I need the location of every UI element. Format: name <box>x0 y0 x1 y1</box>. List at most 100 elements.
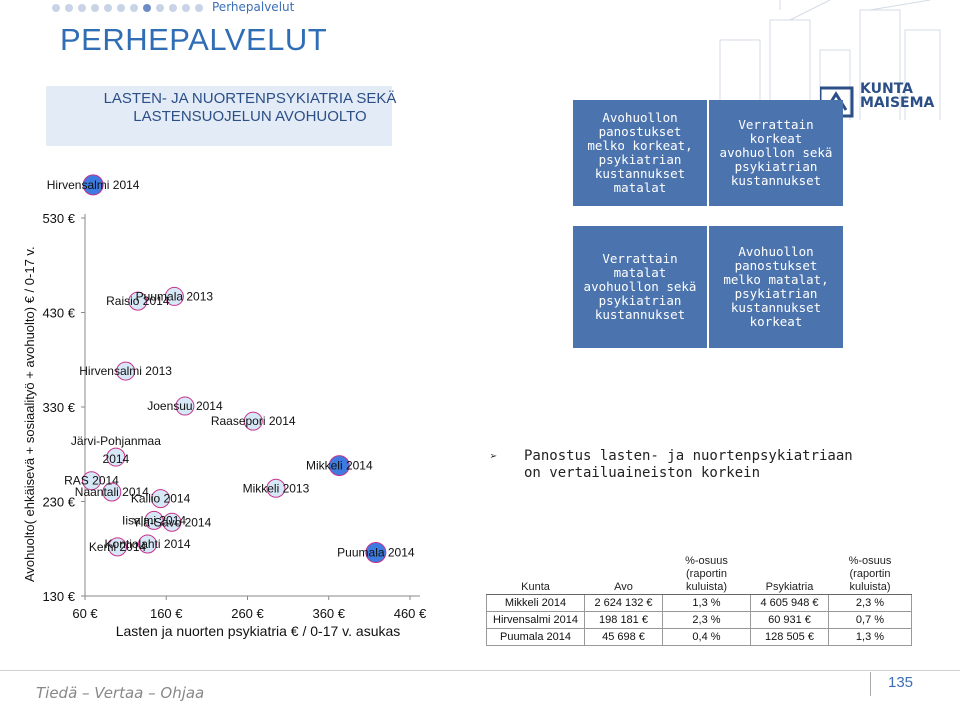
table-cell: 4 605 948 € <box>750 594 829 612</box>
table-row: Hirvensalmi 2014 198 181 € 2,3 % 60 931 … <box>486 611 912 629</box>
x-tick-label: 160 € <box>150 606 183 621</box>
data-point <box>138 534 158 554</box>
data-label: Järvi-Pohjanmaa <box>71 434 161 448</box>
table-cell: 198 181 € <box>584 611 663 629</box>
table-cell: 0,7 % <box>828 611 912 629</box>
header-psykiatria: Psykiatria <box>750 555 829 595</box>
x-tick-label: 60 € <box>72 606 98 621</box>
data-point <box>128 291 148 311</box>
data-point <box>175 396 195 416</box>
data-label: Hirvensalmi 2014 <box>47 178 140 192</box>
data-label: 2014 <box>103 452 130 466</box>
breadcrumb: Perhepalvelut <box>212 0 295 14</box>
table-cell: Mikkeli 2014 <box>486 594 585 612</box>
table-header-row: Kunta Avo %-osuus (raportin kuluista) Ps… <box>486 555 912 595</box>
progress-dot <box>195 4 203 12</box>
table-cell: 1,3 % <box>828 628 912 646</box>
header-kunta: Kunta <box>486 555 585 595</box>
x-tick-label: 260 € <box>231 606 264 621</box>
chart-title-band <box>46 86 392 146</box>
y-tick-label: 330 € <box>42 400 75 415</box>
data-label: Mikkeli 2013 <box>243 481 310 495</box>
data-label: Kallio 2014 <box>131 492 191 506</box>
table-row: Mikkeli 2014 2 624 132 € 1,3 % 4 605 948… <box>486 594 912 612</box>
data-point <box>151 489 171 509</box>
bullet-text: Panostus lasten- ja nuortenpsykiatriaan … <box>524 448 853 481</box>
quadrant-top-right: Verrattain korkeat avohuollon sekä psyki… <box>709 100 843 206</box>
cost-table: Kunta Avo %-osuus (raportin kuluista) Ps… <box>486 555 912 646</box>
chart-title-line1: LASTEN- JA NUORTENPSYKIATRIA SEKÄ <box>104 90 397 107</box>
arrow-bullet-icon: ➢ <box>490 449 498 463</box>
data-label: Hirvensalmi 2013 <box>79 364 172 378</box>
x-tick-label: 460 € <box>394 606 427 621</box>
progress-dot <box>169 4 177 12</box>
progress-dot <box>130 4 138 12</box>
data-label: Raisio 2014 <box>106 294 170 308</box>
logo-text: KUNTA MAISEMA <box>860 82 934 110</box>
table-cell: 1,3 % <box>662 594 751 612</box>
logo-line1: KUNTA <box>860 81 913 97</box>
skyline-illustration <box>719 0 941 120</box>
y-tick-label: 530 € <box>42 211 75 226</box>
data-point <box>266 478 286 498</box>
progress-dot <box>52 4 60 12</box>
page-number: 135 <box>888 674 914 691</box>
header-avo: Avo <box>584 555 663 595</box>
chart-title-line2: LASTENSUOJELUN AVOHUOLTO <box>133 108 366 125</box>
y-axis-label: Avohuolto( ehkäisevä + sosiaalityö + avo… <box>22 246 37 582</box>
data-point <box>102 482 122 502</box>
data-label: Ylä-Savo 2014 <box>133 515 212 529</box>
header-psykiatria-share: %-osuus (raportin kuluista) <box>828 555 912 595</box>
progress-dot <box>65 4 73 12</box>
progress-dot <box>91 4 99 12</box>
y-tick-label: 430 € <box>42 306 75 321</box>
table-cell: Puumala 2014 <box>486 628 585 646</box>
table-cell: 60 931 € <box>750 611 829 629</box>
table-cell: 2,3 % <box>662 611 751 629</box>
y-tick-label: 230 € <box>42 495 75 510</box>
scatter-chart: LASTEN- JA NUORTENPSYKIATRIA SEKÄ LASTEN… <box>22 86 427 639</box>
table-cell: 2 624 132 € <box>584 594 663 612</box>
data-label: Kemi 2014 <box>89 540 147 554</box>
quadrant-top-left: Avohuollon panostukset melko korkeat, ps… <box>573 100 707 206</box>
header-avo-share: %-osuus (raportin kuluista) <box>662 555 751 595</box>
y-tick-label: 130 € <box>42 589 75 604</box>
data-label: Kontiolahti 2014 <box>105 537 191 551</box>
data-label: Naantali 2014 <box>75 485 149 499</box>
data-point <box>365 542 387 564</box>
data-point <box>328 455 350 477</box>
data-point <box>108 537 127 557</box>
slide-progress-dots <box>52 4 203 12</box>
progress-dot <box>156 4 164 12</box>
data-point <box>106 447 126 467</box>
x-tick-label: 360 € <box>312 606 345 621</box>
data-label: Puumala 2013 <box>136 289 214 303</box>
data-label: Raasepori 2014 <box>211 414 296 428</box>
progress-dot <box>182 4 190 12</box>
footer-slogan: Tiedä – Vertaa – Ohjaa <box>36 684 205 702</box>
data-label: RAS 2014 <box>64 474 119 488</box>
data-point <box>164 286 184 306</box>
data-point <box>243 411 263 431</box>
table-cell: 2,3 % <box>828 594 912 612</box>
data-point <box>162 512 182 532</box>
x-axis-label: Lasten ja nuorten psykiatria € / 0-17 v.… <box>116 623 401 639</box>
progress-dot <box>104 4 112 12</box>
quadrant-bottom-left: Verrattain matalat avohuollon sekä psyki… <box>573 226 707 348</box>
table-cell: Hirvensalmi 2014 <box>486 611 585 629</box>
data-label: Joensuu 2014 <box>147 399 223 413</box>
logo-line2: MAISEMA <box>860 95 935 111</box>
page-number-divider <box>870 672 871 696</box>
table-cell: 128 505 € <box>750 628 829 646</box>
data-point <box>82 174 104 196</box>
table-cell: 0,4 % <box>662 628 751 646</box>
progress-dot <box>117 4 125 12</box>
data-label: Mikkeli 2014 <box>306 459 373 473</box>
page-title: PERHEPALVELUT <box>60 22 328 57</box>
quadrant-bottom-right: Avohuollon panostukset melko matalat, ps… <box>709 226 843 348</box>
data-label: Iisalmi 2014 <box>122 513 186 527</box>
data-label: Puumala 2014 <box>337 546 415 560</box>
table-cell: 45 698 € <box>584 628 663 646</box>
progress-dot <box>78 4 86 12</box>
progress-dot-active <box>143 4 151 12</box>
